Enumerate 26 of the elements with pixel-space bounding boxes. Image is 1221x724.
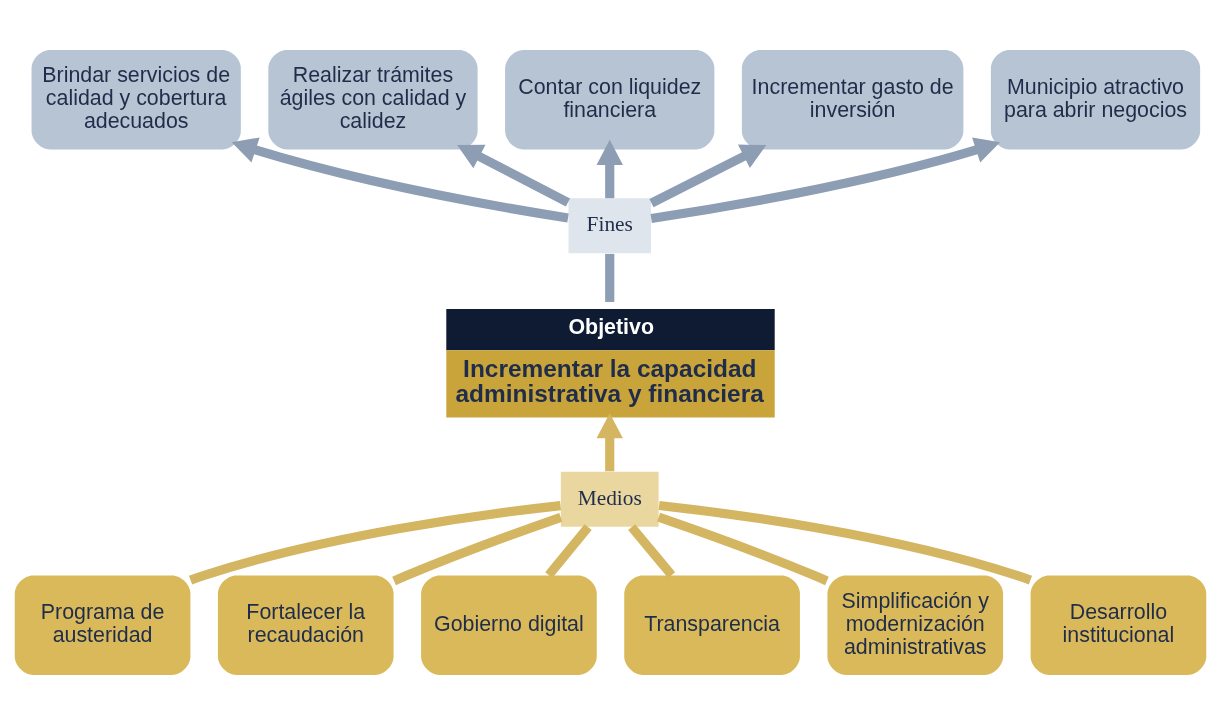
node-box: Transparencia — [624, 575, 800, 675]
arrow — [650, 136, 1001, 223]
connector — [657, 512, 829, 585]
arrow — [596, 412, 623, 471]
node-box: Incrementar gasto de inversión — [741, 49, 964, 149]
arrow — [649, 144, 767, 207]
node-box: Programa de austeridad — [14, 575, 191, 675]
node-box: Medios — [560, 471, 659, 527]
arrow — [231, 136, 569, 222]
arrow — [596, 139, 623, 198]
connector — [605, 253, 615, 302]
node-box: Desarrollo institucional — [1030, 575, 1207, 675]
connector — [628, 523, 676, 578]
arrow — [457, 144, 571, 207]
connector — [545, 523, 592, 578]
connector — [658, 500, 1033, 584]
connector — [188, 500, 562, 584]
node-box: Brindar servicios de calidad y cobertura adecuados — [31, 49, 241, 149]
node-box: Gobierno digital — [421, 575, 597, 675]
connector — [392, 512, 563, 585]
node-box: Municipio atractivo para abrir negocios — [990, 49, 1201, 149]
node-box: Realizar trámites ágiles con calidad y calidez — [268, 49, 478, 149]
node-box: Fortalecer la recaudación — [217, 575, 394, 675]
node-box: Contar con liquidez financiera — [505, 49, 715, 149]
node-box: Fines — [568, 197, 651, 253]
node-box: Simplificación y modernización administrativas — [827, 575, 1004, 675]
